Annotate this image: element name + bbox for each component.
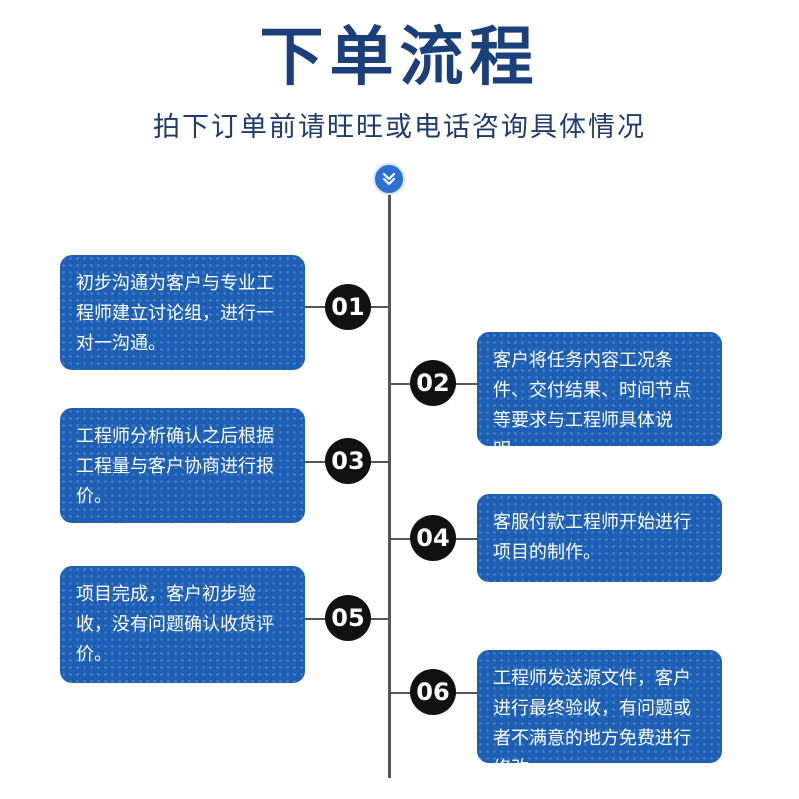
step-card-05: 项目完成，客户初步验收，没有问题确认收货评价。 (60, 566, 305, 683)
step-number-04: 04 (410, 515, 456, 561)
step-number-02: 02 (410, 360, 456, 406)
step-text-01: 初步沟通为客户与专业工程师建立讨论组，进行一对一沟通。 (76, 273, 274, 354)
page-subtitle: 拍下订单前请旺旺或电话咨询具体情况 (153, 112, 646, 143)
step-number-05: 05 (325, 595, 371, 641)
step-text-04: 客服付款工程师开始进行项目的制作。 (493, 512, 691, 563)
step-number-03: 03 (325, 438, 371, 484)
step-number-01: 01 (325, 284, 371, 330)
step-card-01: 初步沟通为客户与专业工程师建立讨论组，进行一对一沟通。 (60, 255, 305, 370)
step-card-06: 工程师发送源文件，客户进行最终验收，有问题或者不满意的地方免费进行修改 (477, 650, 722, 779)
step-text-05: 项目完成，客户初步验收，没有问题确认收货评价。 (76, 584, 274, 665)
step-text-03: 工程师分析确认之后根据工程量与客户协商进行报价。 (76, 426, 274, 507)
page-title: 下单流程 (259, 21, 540, 95)
double-chevron-down-icon (373, 163, 405, 195)
timeline-line (388, 186, 391, 778)
step-card-02: 客户将任务内容工况条件、交付结果、时间节点等要求与工程师具体说明。 (477, 332, 722, 461)
step-text-02: 客户将任务内容工况条件、交付结果、时间节点等要求与工程师具体说明。 (493, 350, 691, 461)
step-number-06: 06 (410, 669, 456, 715)
step-card-04: 客服付款工程师开始进行项目的制作。 (477, 494, 722, 582)
step-card-03: 工程师分析确认之后根据工程量与客户协商进行报价。 (60, 408, 305, 523)
step-text-06: 工程师发送源文件，客户进行最终验收，有问题或者不满意的地方免费进行修改 (493, 668, 691, 779)
